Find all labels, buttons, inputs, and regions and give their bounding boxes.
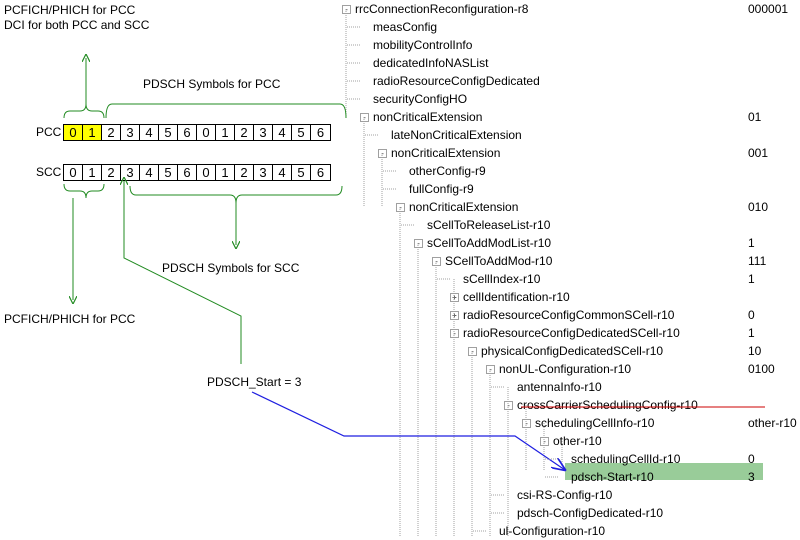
pcc-symbol-cell: 1 — [216, 125, 235, 140]
tree-node-value: 1 — [748, 272, 755, 286]
tree-node-label[interactable]: antennaInfo-r10 — [517, 380, 602, 394]
tree-node-label[interactable]: nonCriticalExtension — [373, 110, 483, 124]
tree-node-label[interactable]: otherConfig-r9 — [409, 164, 486, 178]
tree-node-label[interactable]: SCellToAddMod-r10 — [445, 254, 553, 268]
scc-symbol-cell: 1 — [83, 165, 102, 180]
tree-node-label[interactable]: pdsch-ConfigDedicated-r10 — [517, 506, 664, 520]
scc-symbol-cell: 6 — [316, 165, 325, 180]
scc-symbol-cell: 4 — [273, 165, 292, 180]
collapse-icon[interactable]: - — [486, 365, 495, 374]
collapse-icon[interactable]: - — [396, 203, 405, 212]
collapse-icon[interactable]: - — [522, 419, 531, 428]
pdsch-scc-label: PDSCH Symbols for SCC — [162, 261, 300, 275]
collapse-icon[interactable]: - — [468, 347, 477, 356]
tree-node-label[interactable]: fullConfig-r9 — [409, 182, 474, 196]
tree-node-label[interactable]: ul-Configuration-r10 — [499, 524, 606, 538]
tree-node-value: other-r10 — [748, 416, 797, 430]
tree-node-value: 0100 — [748, 362, 775, 376]
pcc-row-label: PCC — [36, 125, 62, 139]
tree-node-value: 01 — [748, 110, 762, 124]
expand-icon[interactable]: + — [450, 293, 459, 302]
tree-node-label[interactable]: rrcConnectionReconfiguration-r8 — [355, 2, 529, 16]
scc-row-label: SCC — [36, 165, 62, 179]
pcfich-phich-dci-label-1: PCFICH/PHICH for PCC — [4, 3, 136, 17]
tree-node-label[interactable]: radioResourceConfigCommonSCell-r10 — [463, 308, 675, 322]
tree-node-label[interactable]: schedulingCellId-r10 — [571, 452, 681, 466]
scc-symbol-cell: 1 — [216, 165, 235, 180]
pcc-symbol-cell: 3 — [121, 125, 140, 140]
scc-symbol-cell: 2 — [235, 165, 254, 180]
scc-symbol-cell: 0 — [64, 165, 83, 180]
scc-symbol-cell: 6 — [178, 165, 197, 180]
pcc-symbol-cell: 4 — [140, 125, 159, 140]
scc-symbol-cell: 5 — [292, 165, 311, 180]
pdsch-pcc-label: PDSCH Symbols for PCC — [143, 77, 281, 91]
tree-node-value: 10 — [748, 344, 762, 358]
collapse-icon[interactable]: - — [540, 437, 549, 446]
tree-node-label[interactable]: nonUL-Configuration-r10 — [499, 362, 632, 376]
tree-node-value: 0 — [748, 452, 755, 466]
pcc-symbol-cell: 4 — [273, 125, 292, 140]
pcc-symbol-cell: 2 — [102, 125, 121, 140]
tree-node-label[interactable]: sCellToAddModList-r10 — [427, 236, 552, 250]
scc-symbol-cell: 4 — [140, 165, 159, 180]
expand-icon[interactable]: + — [450, 311, 459, 320]
tree-node-label[interactable]: radioResourceConfigDedicatedSCell-r10 — [463, 326, 680, 340]
collapse-icon[interactable]: - — [360, 113, 369, 122]
tree-node-label[interactable]: nonCriticalExtension — [409, 200, 519, 214]
tree-node-value: 000001 — [748, 2, 789, 16]
scc-symbol-cell: 0 — [197, 165, 216, 180]
tree-node-label[interactable]: physicalConfigDedicatedSCell-r10 — [481, 344, 664, 358]
pcfich-phich-pcc-label: PCFICH/PHICH for PCC — [4, 312, 136, 326]
pcc-symbol-cell: 5 — [292, 125, 311, 140]
tree-node-label[interactable]: nonCriticalExtension — [391, 146, 501, 160]
collapse-icon[interactable]: - — [504, 401, 513, 410]
pcc-symbol-cell: 6 — [178, 125, 197, 140]
collapse-icon[interactable]: - — [378, 149, 387, 158]
pcc-symbol-cell: 5 — [159, 125, 178, 140]
pcc-symbol-cell: 0 — [197, 125, 216, 140]
pcc-symbol-cell: 2 — [235, 125, 254, 140]
pcc-symbol-cell: 0 — [64, 125, 83, 140]
tree-node-value: 0 — [748, 308, 755, 322]
tree-node-label[interactable]: schedulingCellInfo-r10 — [535, 416, 655, 430]
tree-node-label[interactable]: csi-RS-Config-r10 — [517, 488, 613, 502]
selected-row-highlight — [565, 463, 763, 480]
tree-node-label[interactable]: dedicatedInfoNASList — [373, 56, 489, 70]
tree-node-label[interactable]: sCellIndex-r10 — [463, 272, 541, 286]
pcc-symbol-cell: 6 — [316, 125, 325, 140]
scc-symbol-cell: 3 — [121, 165, 140, 180]
scc-symbol-cell: 3 — [254, 165, 273, 180]
collapse-icon[interactable]: - — [432, 257, 441, 266]
pcc-symbol-cell: 3 — [254, 125, 273, 140]
tree-node-value: 111 — [748, 254, 767, 268]
scc-symbol-cell: 2 — [102, 165, 121, 180]
collapse-icon[interactable]: - — [450, 329, 459, 338]
pcfich-phich-dci-label-2: DCI for both PCC and SCC — [4, 18, 150, 32]
pdsch-start-label: PDSCH_Start = 3 — [207, 375, 302, 389]
tree-node-label[interactable]: other-r10 — [553, 434, 602, 448]
tree-node-label[interactable]: lateNonCriticalExtension — [391, 128, 522, 142]
tree-node-label[interactable]: measConfig — [373, 20, 438, 34]
pcc-symbol-cell: 1 — [83, 125, 102, 140]
tree-node-label[interactable]: cellIdentification-r10 — [463, 290, 570, 304]
tree-node-label[interactable]: pdsch-Start-r10 — [571, 470, 654, 484]
tree-node-label[interactable]: radioResourceConfigDedicated — [373, 74, 540, 88]
tree-node-label[interactable]: mobilityControlInfo — [373, 38, 473, 52]
scc-symbol-cell: 5 — [159, 165, 178, 180]
tree-node-value: 1 — [748, 236, 755, 250]
tree-node-value: 1 — [748, 326, 755, 340]
tree-node-label[interactable]: crossCarrierSchedulingConfig-r10 — [517, 398, 698, 412]
tree-node-label[interactable]: securityConfigHO — [373, 92, 468, 106]
tree-node-label[interactable]: sCellToReleaseList-r10 — [427, 218, 551, 232]
collapse-icon[interactable]: - — [414, 239, 423, 248]
collapse-icon[interactable]: - — [342, 5, 351, 14]
tree-node-value: 010 — [748, 200, 769, 214]
tree-node-value: 3 — [748, 470, 755, 484]
tree-node-value: 001 — [748, 146, 769, 160]
